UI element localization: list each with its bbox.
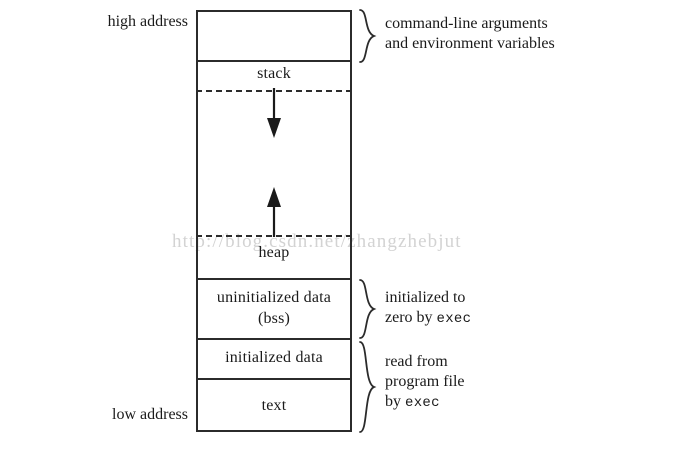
brace-args-env — [359, 9, 377, 63]
segment-label-heap: heap — [258, 244, 290, 261]
brace-data-text — [359, 341, 377, 433]
annotation-bss: initialized to zero by exec — [385, 288, 471, 329]
annotation-data-text-line3: by exec — [385, 392, 465, 413]
segment-label-stack: stack — [257, 65, 291, 82]
annotation-bss-line2-exec: exec — [436, 311, 472, 327]
divider-argsenv-stack — [196, 60, 352, 62]
stack-grows-down-arrow — [267, 88, 281, 138]
heap-grows-up-arrow — [267, 187, 281, 237]
annotation-bss-line2: zero by exec — [385, 308, 471, 329]
annotation-args-env: command-line arguments and environment v… — [385, 14, 555, 54]
annotation-data-text-line2: program file — [385, 373, 465, 390]
segment-label-initialized-data: initialized data — [225, 349, 323, 366]
annotation-bss-line2-prefix: zero by — [385, 309, 437, 326]
annotation-args-env-line2: and environment variables — [385, 35, 555, 52]
divider-bss-data — [196, 338, 352, 340]
low-address-label: low address — [112, 406, 188, 423]
segment-label-bss-line2: (bss) — [257, 310, 291, 327]
segment-label-text: text — [261, 397, 287, 414]
brace-bss — [359, 279, 377, 339]
divider-data-text — [196, 378, 352, 380]
annotation-data-text-line3-exec: exec — [405, 395, 440, 411]
annotation-args-env-line1: command-line arguments — [385, 15, 548, 32]
annotation-data-text-line1: read from — [385, 353, 448, 370]
high-address-label: high address — [107, 13, 188, 30]
memory-map-box — [196, 10, 352, 432]
segment-label-bss-line1: uninitialized data — [216, 289, 332, 306]
annotation-bss-line1: initialized to — [385, 289, 466, 306]
annotation-data-text: read from program file by exec — [385, 352, 465, 413]
annotation-data-text-line3-prefix: by — [385, 393, 405, 410]
divider-heap-bss — [196, 278, 352, 280]
